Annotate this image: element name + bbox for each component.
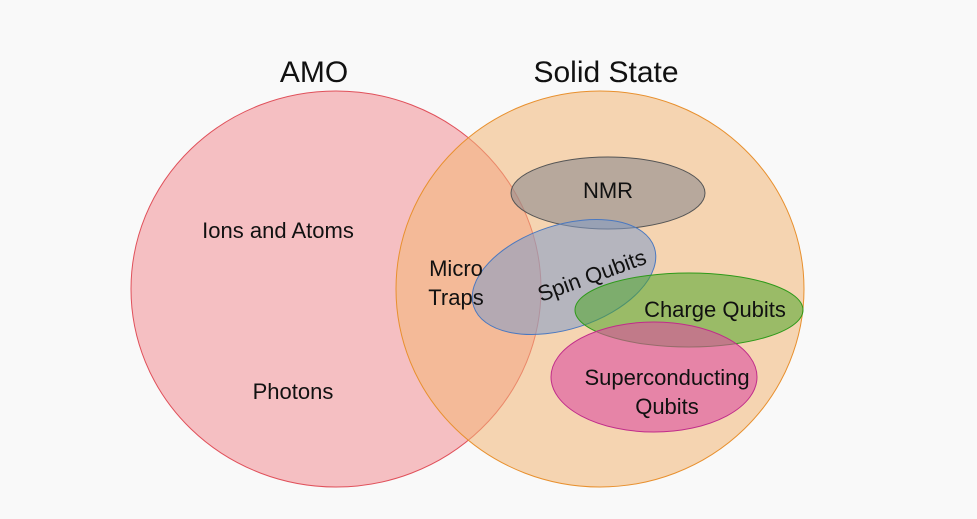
superconducting-qubits-ellipse (550, 321, 758, 433)
nmr-label: NMR (583, 178, 633, 203)
ions-atoms-label: Ions and Atoms (202, 218, 354, 243)
amo-title: AMO (280, 56, 348, 89)
charge-qubits-label: Charge Qubits (644, 297, 786, 322)
superconducting-qubits-label: Qubits (635, 394, 699, 419)
solid-state-title: Solid State (533, 56, 678, 89)
photons-label: Photons (253, 379, 334, 404)
micro-label: Micro (429, 256, 483, 281)
traps-label: Traps (428, 285, 483, 310)
superconducting-label: Superconducting (584, 365, 749, 390)
